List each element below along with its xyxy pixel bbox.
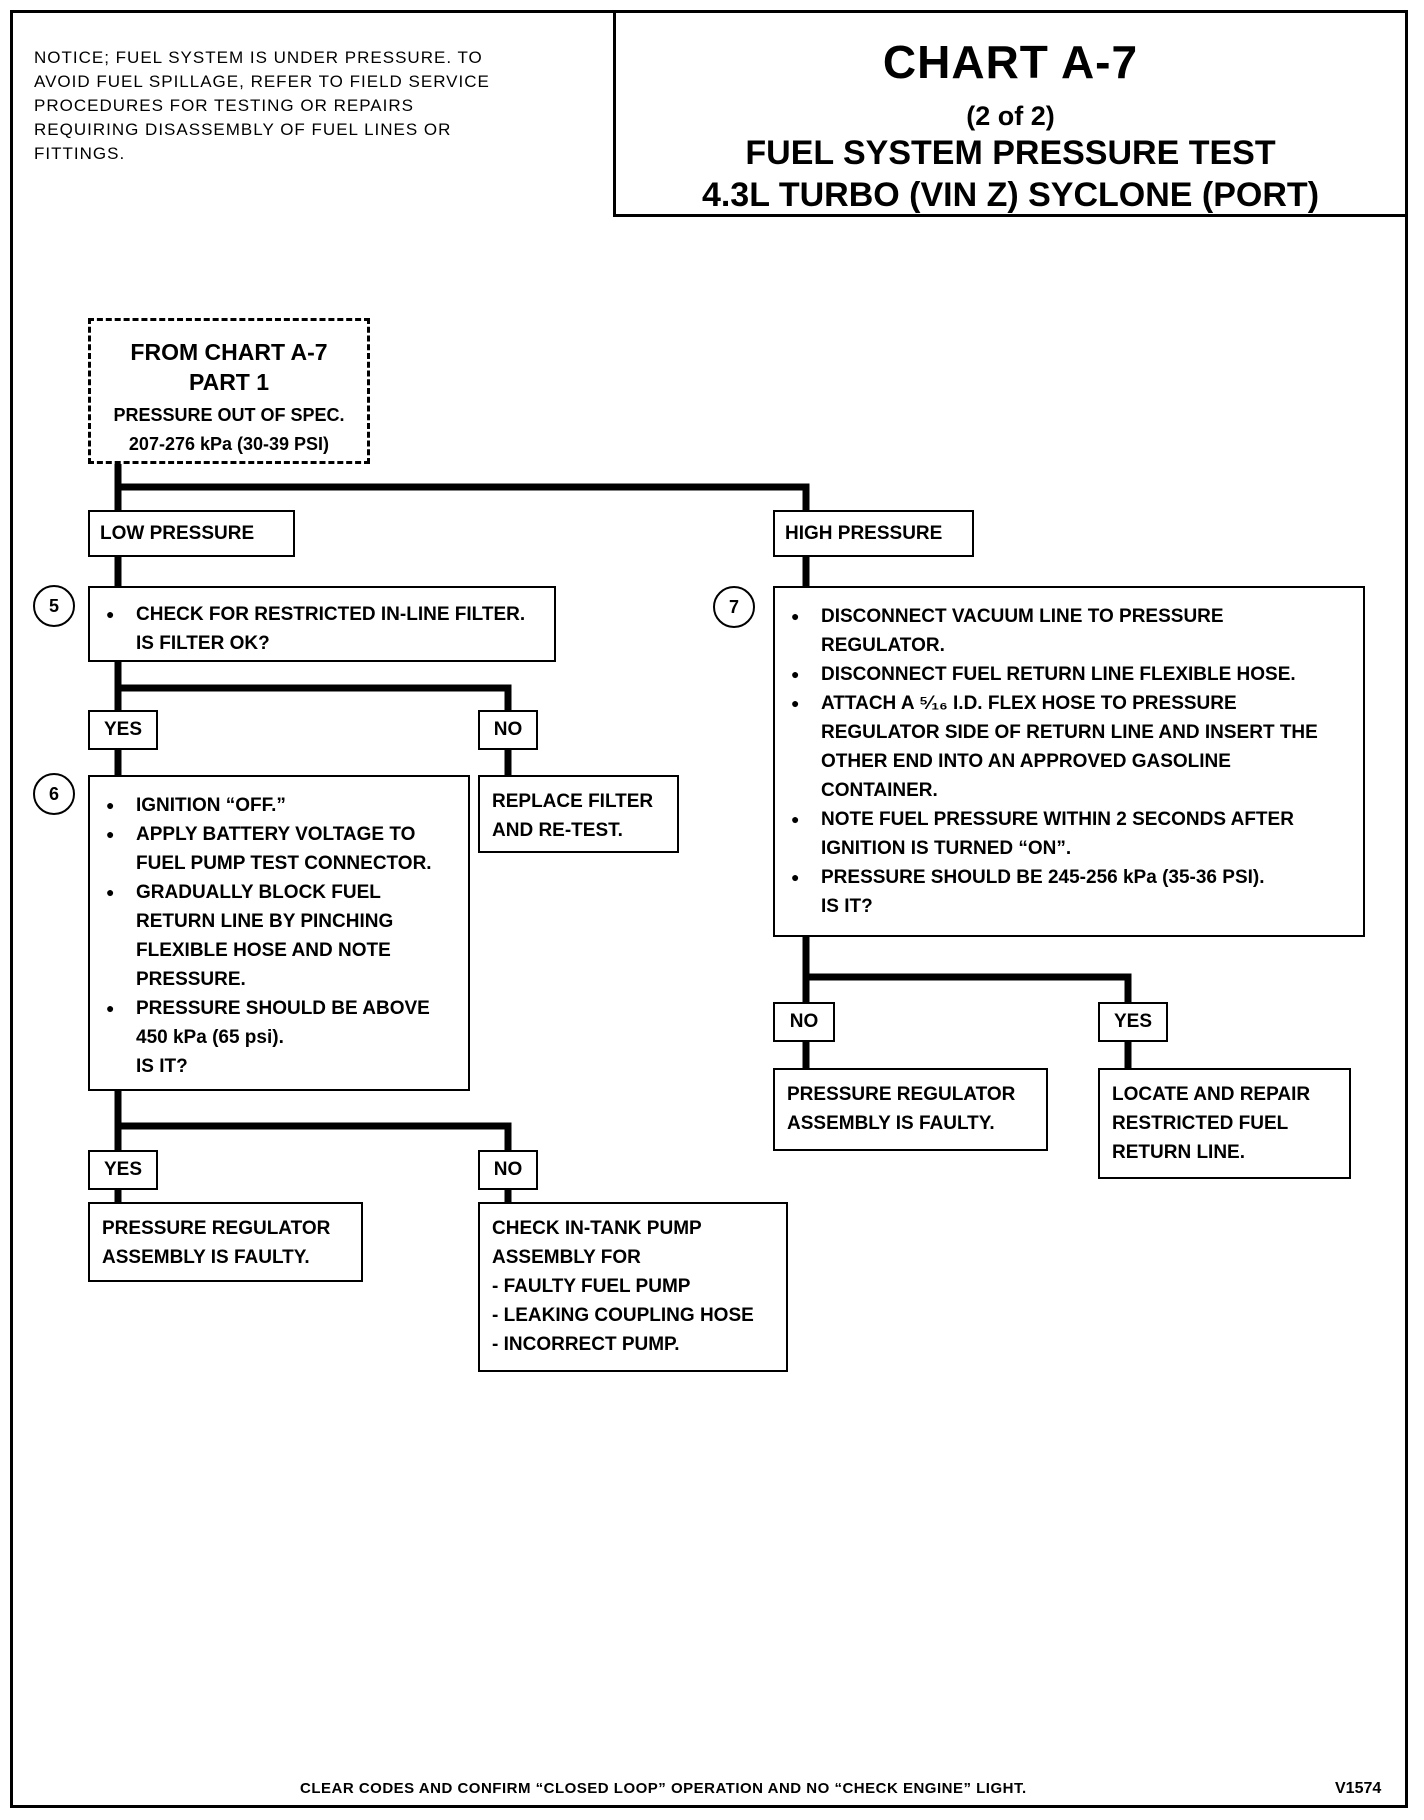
replace-filter-line2: AND RE-TEST. — [492, 820, 623, 841]
step-7-yes-label: YES — [1098, 1002, 1168, 1042]
regulator-faulty-left-box: PRESSURE REGULATOR ASSEMBLY IS FAULTY. — [88, 1202, 363, 1282]
start-line3: PRESSURE OUT OF SPEC. — [113, 405, 345, 425]
step-7-bullet-3: ATTACH A ⁵⁄₁₆ I.D. FLEX HOSE TO PRESSURE… — [789, 689, 1351, 805]
start-line1: FROM CHART A-7 — [130, 339, 328, 365]
step-6-marker: 6 — [33, 773, 75, 815]
chart-subtitle-line2: 4.3L TURBO (VIN Z) SYCLONE (PORT) — [701, 176, 1320, 214]
step-6-no-label: NO — [478, 1150, 538, 1190]
low-pressure-label: LOW PRESSURE — [88, 510, 295, 557]
step-5-yes-label: YES — [88, 710, 158, 750]
start-node: FROM CHART A-7 PART 1 PRESSURE OUT OF SP… — [88, 318, 370, 464]
high-pressure-label: HIGH PRESSURE — [773, 510, 974, 557]
check-in-tank-line1: CHECK IN-TANK PUMP — [492, 1218, 702, 1239]
step-7-marker: 7 — [713, 586, 755, 628]
step-7-bullet-1: DISCONNECT VACUUM LINE TO PRESSURE REGUL… — [789, 602, 1351, 660]
step-6-bullet-4: PRESSURE SHOULD BE ABOVE 450 kPa (65 psi… — [104, 994, 456, 1052]
locate-repair-line3: RETURN LINE. — [1112, 1142, 1245, 1163]
step-6-bullet-1: IGNITION “OFF.” — [104, 791, 456, 820]
step-6-box: IGNITION “OFF.” APPLY BATTERY VOLTAGE TO… — [88, 775, 470, 1091]
start-line4: 207-276 kPa (30-39 PSI) — [128, 434, 330, 454]
step-7-bullet-2: DISCONNECT FUEL RETURN LINE FLEXIBLE HOS… — [789, 660, 1351, 689]
connector-step5-split — [114, 658, 512, 714]
regulator-faulty-right-line2: ASSEMBLY IS FAULTY. — [787, 1113, 995, 1134]
check-in-tank-line5: - INCORRECT PUMP. — [492, 1334, 680, 1355]
step-5-marker: 5 — [33, 585, 75, 627]
chart-part: (2 of 2) — [966, 101, 1055, 131]
chart-title: CHART A-7 — [882, 36, 1139, 88]
step-7-bullet-5: PRESSURE SHOULD BE 245-256 kPa (35-36 PS… — [789, 863, 1351, 892]
step-7-question: IS IT? — [821, 896, 873, 917]
step-6-question: IS IT? — [136, 1056, 188, 1077]
replace-filter-box: REPLACE FILTER AND RE-TEST. — [478, 775, 679, 853]
notice-text: NOTICE; FUEL SYSTEM IS UNDER PRESSURE. T… — [34, 48, 490, 163]
step-6-bullet-2: APPLY BATTERY VOLTAGE TO FUEL PUMP TEST … — [104, 820, 456, 878]
check-in-tank-line3: - FAULTY FUEL PUMP — [492, 1276, 691, 1297]
chart-title-block: CHART A-7 (2 of 2) FUEL SYSTEM PRESSURE … — [613, 10, 1408, 217]
check-in-tank-line2: ASSEMBLY FOR — [492, 1247, 641, 1268]
regulator-faulty-right-line1: PRESSURE REGULATOR — [787, 1084, 1016, 1105]
check-in-tank-box: CHECK IN-TANK PUMP ASSEMBLY FOR - FAULTY… — [478, 1202, 788, 1372]
step-5-question: IS FILTER OK? — [136, 633, 270, 654]
connector-step6-split — [114, 1087, 512, 1154]
step-6-yes-label: YES — [88, 1150, 158, 1190]
footer-instruction: CLEAR CODES AND CONFIRM “CLOSED LOOP” OP… — [300, 1780, 1027, 1797]
connector-start-split — [114, 458, 810, 514]
locate-repair-line1: LOCATE AND REPAIR — [1112, 1084, 1311, 1105]
figure-code: V1574 — [1335, 1780, 1382, 1797]
chart-subtitle-line1: FUEL SYSTEM PRESSURE TEST — [745, 134, 1276, 172]
step-7-bullet-4: NOTE FUEL PRESSURE WITHIN 2 SECONDS AFTE… — [789, 805, 1351, 863]
step-7-box: DISCONNECT VACUUM LINE TO PRESSURE REGUL… — [773, 586, 1365, 937]
check-in-tank-line4: - LEAKING COUPLING HOSE — [492, 1305, 754, 1326]
step-5-box: CHECK FOR RESTRICTED IN-LINE FILTER. IS … — [88, 586, 556, 662]
step-5-no-label: NO — [478, 710, 538, 750]
replace-filter-line1: REPLACE FILTER — [492, 791, 654, 812]
start-line2: PART 1 — [188, 369, 270, 395]
locate-repair-line2: RESTRICTED FUEL — [1112, 1113, 1289, 1134]
connector-step7-split — [802, 933, 1132, 1006]
regulator-faulty-right-box: PRESSURE REGULATOR ASSEMBLY IS FAULTY. — [773, 1068, 1048, 1151]
locate-repair-box: LOCATE AND REPAIR RESTRICTED FUEL RETURN… — [1098, 1068, 1351, 1179]
step-7-no-label: NO — [773, 1002, 835, 1042]
step-5-bullet-1: CHECK FOR RESTRICTED IN-LINE FILTER. — [104, 600, 542, 629]
regulator-faulty-left-line1: PRESSURE REGULATOR — [102, 1218, 331, 1239]
regulator-faulty-left-line2: ASSEMBLY IS FAULTY. — [102, 1247, 310, 1268]
step-6-bullet-3: GRADUALLY BLOCK FUEL RETURN LINE BY PINC… — [104, 878, 456, 994]
